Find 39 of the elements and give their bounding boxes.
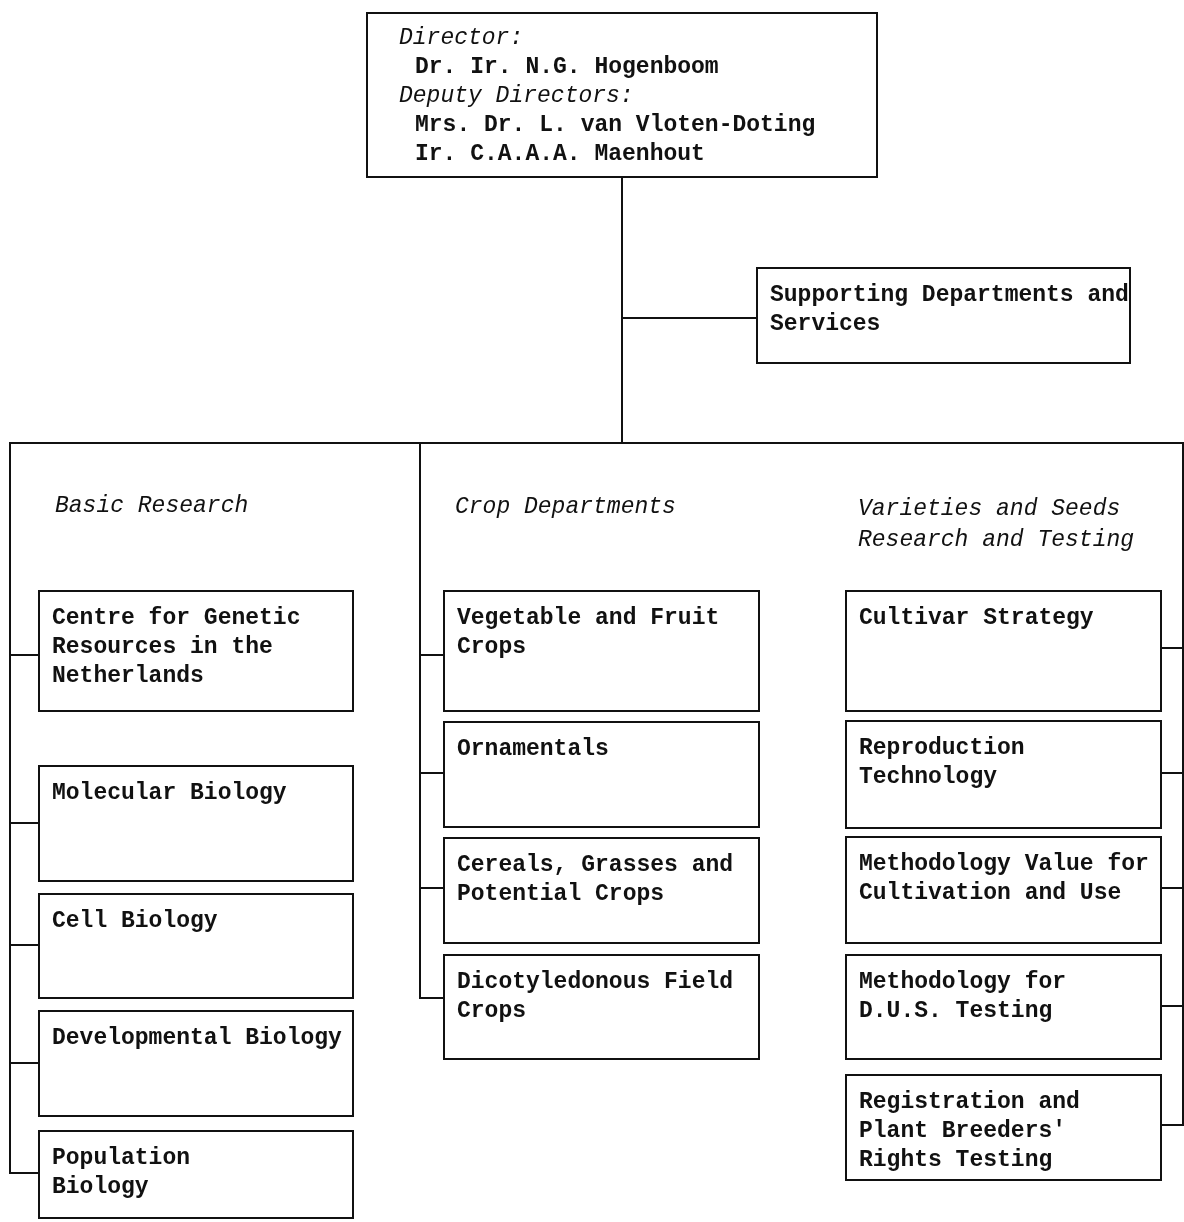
department-name: Vegetable and Fruit Crops (457, 604, 721, 662)
department-name: Cell Biology (52, 907, 219, 936)
department-box (38, 765, 354, 882)
department-name: Supporting Departments and Services (770, 281, 1129, 339)
department-box (756, 267, 1131, 364)
department-box (38, 893, 354, 999)
department-name: Methodology for D.U.S. Testing (859, 968, 1068, 1026)
director-box (366, 12, 878, 178)
department-box (38, 590, 354, 712)
department-box (443, 590, 760, 712)
department-name: Cultivar Strategy (859, 604, 1095, 633)
department-box (443, 954, 760, 1060)
department-name: Centre for Genetic Resources in the Netherlands (52, 604, 302, 691)
role-heading: Deputy Directors: (399, 82, 635, 111)
department-box (845, 954, 1162, 1060)
department-name: Cereals, Grasses and Potential Crops (457, 851, 735, 909)
department-name: Methodology Value for Cultivation and Use (859, 850, 1150, 908)
group-heading: Varieties and Seeds Research and Testing (858, 495, 1136, 555)
department-name: Population Biology (52, 1144, 192, 1202)
group-heading: Basic Research (55, 492, 250, 521)
department-name: Registration and Plant Breeders' Rights Testing (859, 1088, 1081, 1175)
department-box (38, 1010, 354, 1117)
person-name: Mrs. Dr. L. van Vloten-Doting (414, 111, 817, 140)
department-box (845, 720, 1162, 829)
group-heading: Crop Departments (455, 493, 677, 522)
department-box (845, 1074, 1162, 1181)
department-name: Developmental Biology (52, 1024, 343, 1053)
department-box (443, 837, 760, 944)
department-box (845, 590, 1162, 712)
department-name: Reproduction Technology (859, 734, 1026, 792)
department-box (38, 1130, 354, 1219)
department-box (845, 836, 1162, 944)
person-name: Dr. Ir. N.G. Hogenboom (414, 53, 720, 82)
department-name: Dicotyledonous Field Crops (457, 968, 735, 1026)
department-name: Molecular Biology (52, 779, 288, 808)
person-name: Ir. C.A.A.A. Maenhout (414, 140, 706, 169)
role-heading: Director: (399, 24, 525, 53)
department-box (443, 721, 760, 828)
department-name: Ornamentals (457, 735, 610, 764)
